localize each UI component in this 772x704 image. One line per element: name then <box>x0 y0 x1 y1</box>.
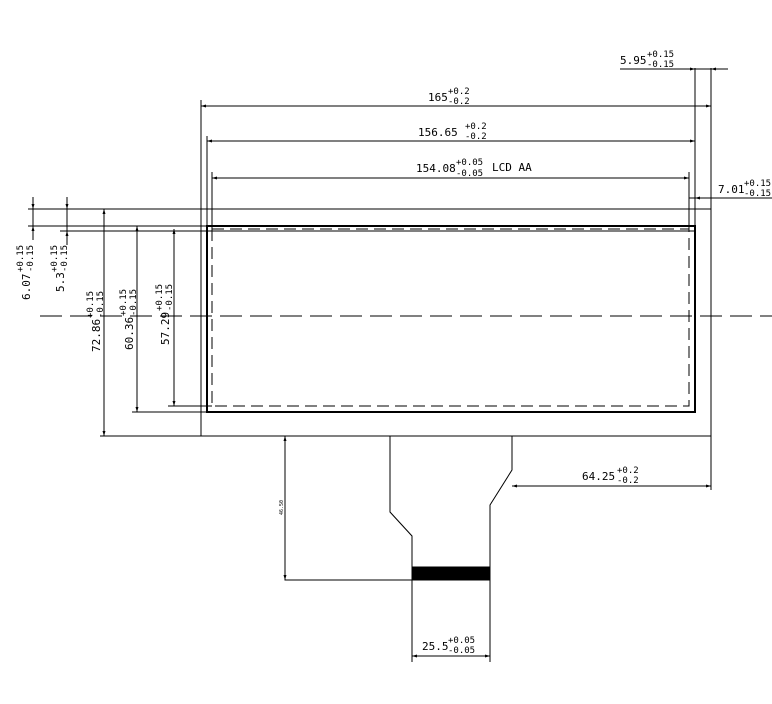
dim-overall-height-tol-lower: -0.15 <box>96 291 106 318</box>
fpc-outline <box>284 436 413 581</box>
dim-fpc-offset-tol-lower: -0.2 <box>617 476 639 486</box>
dim-active-height-tol-upper: +0.15 <box>155 284 165 311</box>
dim-active-width-tol-upper: +0.05 <box>456 158 483 168</box>
dim-fpc-offset-tol-upper: +0.2 <box>617 466 639 476</box>
dim-glass-width-tol-upper: +0.2 <box>465 122 487 132</box>
fpc-connector <box>411 566 491 581</box>
dim-right-offset-aa-tol-upper: +0.15 <box>744 179 771 189</box>
dim-glass-height-value: 60.36 <box>123 317 136 350</box>
dim-glass-height-tol-upper: +0.15 <box>119 289 129 316</box>
dim-top-offset-inner-tol-lower: -0.15 <box>60 245 70 272</box>
dim-overall-height-tol-upper: +0.15 <box>86 291 96 318</box>
dim-glass-width-value: 156.65 <box>418 126 458 139</box>
dim-connector-tol-upper: +0.05 <box>448 636 475 646</box>
active-area-outline <box>211 228 690 407</box>
dim-connector-value: 25.5 <box>422 640 449 653</box>
module-outline <box>200 208 712 437</box>
dim-active-width-value: 154.08 <box>416 162 456 175</box>
dim-glass-height-tol-lower: -0.15 <box>129 289 139 316</box>
dim-top-offset-outer-value: 6.07 <box>20 274 33 301</box>
dim-active-height-value: 57.29 <box>159 312 172 345</box>
dim-glass-width-tol-lower: -0.2 <box>465 132 487 142</box>
dim-connector-tol-lower: -0.05 <box>448 646 475 656</box>
dim-overall-width-value: 165 <box>428 91 448 104</box>
dim-top-offset-outer-tol-upper: +0.15 <box>16 245 26 272</box>
dim-active-height-tol-lower: -0.15 <box>165 284 175 311</box>
dim-top-offset-inner-tol-upper: +0.15 <box>50 245 60 272</box>
dim-right-offset-top-tol-lower: -0.15 <box>647 60 674 70</box>
dim-overall-height-value: 72.86 <box>90 319 103 352</box>
dim-right-offset-aa-value: 7.01 <box>718 183 745 196</box>
fpc-outline-right <box>489 436 513 580</box>
dim-overall-width-tol-upper: +0.2 <box>448 87 470 97</box>
dim-fpc-length-value: 46.50 <box>279 500 285 515</box>
dim-top-offset-inner-value: 5.3 <box>54 272 67 292</box>
dim-active-width-suffix: LCD AA <box>492 161 532 174</box>
dim-right-offset-top-value: 5.95 <box>620 54 647 67</box>
dim-right-offset-top-tol-upper: +0.15 <box>647 50 674 60</box>
dim-fpc-offset-value: 64.25 <box>582 470 615 483</box>
dim-right-offset-aa-tol-lower: -0.15 <box>744 189 771 199</box>
dim-overall-width-tol-lower: -0.2 <box>448 97 470 107</box>
glass-outline <box>206 225 696 413</box>
dim-top-offset-outer-tol-lower: -0.15 <box>26 245 36 272</box>
dim-active-width-tol-lower: -0.05 <box>456 169 483 179</box>
